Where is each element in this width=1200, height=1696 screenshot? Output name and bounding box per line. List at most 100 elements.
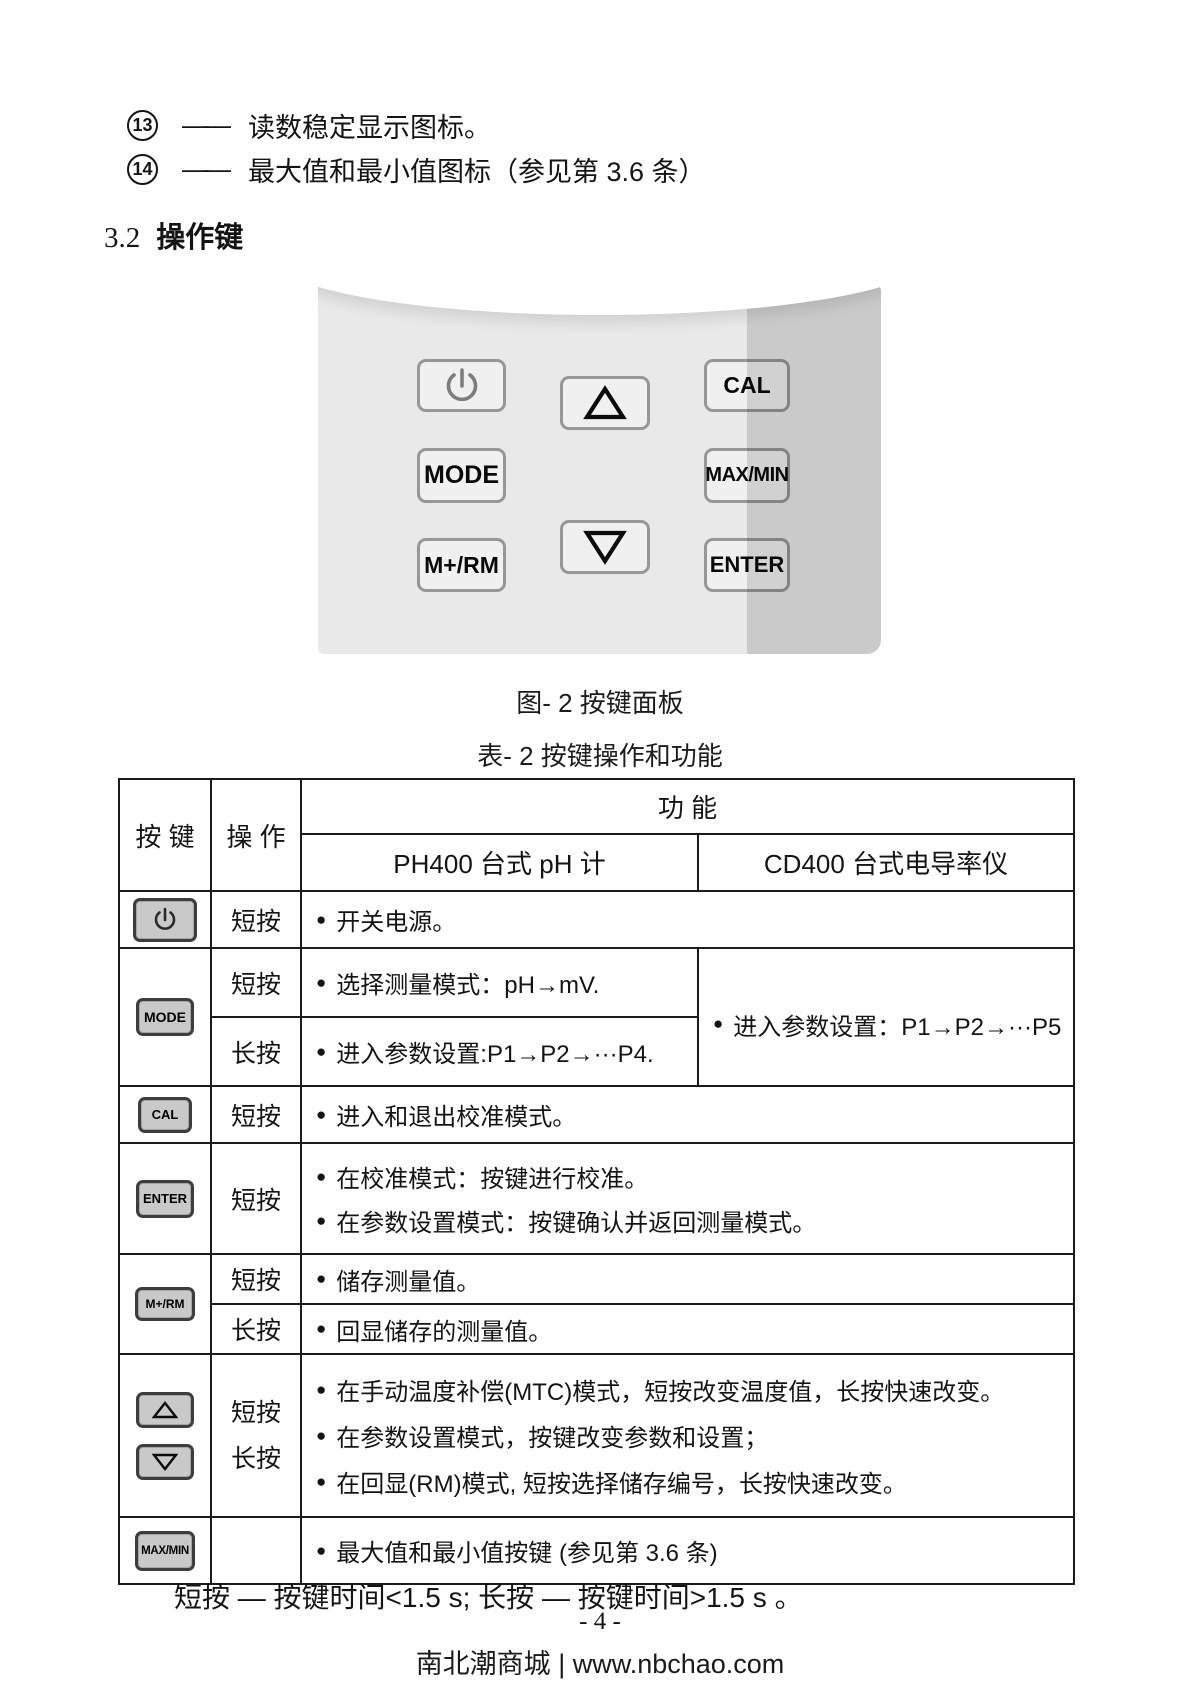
header-key: 按 键 [118,778,212,892]
enter-key-label: ENTER [709,552,785,577]
bullet: ● [316,1269,327,1288]
func-arrows-3: 在回显(RM)模式, 短按选择储存编号，长按快速改变。 [336,1471,907,1498]
up-arrow-key [560,376,650,430]
table-row-power: 短按 ● 开关电源。 [118,890,1075,949]
bullet: ● [316,1210,327,1230]
up-triangle-icon [152,1400,178,1418]
section-heading: 3.2 操作键 [104,214,243,256]
op-enter: 短按 [210,1142,302,1255]
down-arrow-key [560,520,650,574]
mode-key-label: MODE [424,461,499,489]
table-row-mode-long: 长按 ● 进入参数设置:P1→P2→···P4. [119,1016,1074,1087]
maxmin-key-label: MAX/MIN [705,464,789,486]
circled-number-13: 13 [127,110,158,141]
func-arrows-1: 在手动温度补偿(MTC)模式，短按改变温度值，长按快速改变。 [336,1379,1005,1406]
intro-item-13-text: 读数稳定显示图标。 [248,113,491,143]
down-triangle-icon [152,1453,178,1471]
dash: —— [182,110,231,140]
table-row-memory-short: M+/RM 短按 ● 储存测量值。 [118,1253,1075,1355]
mode-key: MODE [417,448,506,503]
memory-key: M+/RM [417,538,506,592]
site-footer: 南北潮商城 | www.nbchao.com [415,1649,785,1679]
cal-key-small: CAL [138,1096,192,1133]
bullet: ● [316,1471,327,1491]
func-mode-cd: 进入参数设置：P1→P2→···P5 [733,1013,1062,1041]
op-maxmin [210,1516,302,1585]
op-arrows-short: 短按 [230,1398,281,1427]
intro-item-14-text: 最大值和最小值图标（参见第 3.6 条） [248,157,706,187]
bullet: ● [316,1425,327,1445]
table-row-memory-long: 长按 ● 回显储存的测量值。 [119,1303,1075,1355]
func-enter-1: 在校准模式：按键进行校准。 [336,1166,649,1193]
bullet: ● [316,1379,327,1399]
op-cal: 短按 [210,1085,302,1144]
op-mode-short: 短按 [210,947,302,1018]
power-icon [446,367,477,401]
maxmin-key-small: MAX/MIN [135,1530,195,1571]
enter-key-small: ENTER [136,1179,194,1218]
op-memory-long: 长按 [210,1303,302,1355]
press-duration-footnote: 短按 — 按键时间<1.5 s; 长按 — 按键时间>1.5 s 。 [174,1582,803,1613]
func-maxmin: 最大值和最小值按键 (参见第 3.6 条) [336,1540,718,1567]
header-function: 功 能 [300,778,1075,835]
bullet: ● [316,1319,327,1338]
bullet: ● [316,1166,327,1186]
table-row-arrows: 短按 长按 ● 在手动温度补偿(MTC)模式，短按改变温度值，长按快速改变。 ●… [118,1353,1075,1518]
func-mode-ph-long: 进入参数设置:P1→P2→···P4. [336,1041,654,1068]
page-number: - 4 - [579,1608,621,1635]
intro-item-14: 14 —— 最大值和最小值图标（参见第 3.6 条） [127,150,706,189]
mode-key-small: MODE [136,998,194,1036]
memory-key-small-label: M+/RM [145,1297,185,1311]
op-mode-long: 长按 [210,1016,302,1087]
func-enter-2: 在参数设置模式：按键确认并返回测量模式。 [336,1210,817,1237]
func-memory-long: 回显储存的测量值。 [336,1318,553,1346]
table-title: 表- 2 按键操作和功能 [477,741,723,771]
panel-shading [747,283,881,654]
power-key-small [133,897,197,942]
func-mode-ph-short: 选择测量模式：pH→mV. [336,972,600,999]
figure-caption: 图- 2 按键面板 [516,688,684,718]
power-key [417,359,506,412]
cal-key: CAL [704,359,790,412]
up-triangle-icon [583,385,627,420]
down-triangle-icon [583,530,627,565]
table-row-cal: CAL 短按 ● 进入和退出校准模式。 [118,1085,1075,1144]
bullet: ● [316,1540,327,1560]
maxmin-key-small-label: MAX/MIN [141,1544,189,1557]
key-functions-table: 按 键 操 作 功 能 PH400 台式 pH 计 CD400 台式电导率仪 短… [118,778,1075,1585]
table-subheader-row: PH400 台式 pH 计 CD400 台式电导率仪 [119,833,1075,892]
maxmin-key: MAX/MIN [704,448,790,503]
mode-key-small-label: MODE [144,1009,186,1025]
down-arrow-key-small [136,1443,194,1480]
op-power: 短按 [210,890,302,949]
dash: —— [182,154,231,184]
table-header-row: 按 键 操 作 功 能 [118,778,1075,892]
table-row-enter: ENTER 短按 ● 在校准模式：按键进行校准。 ● 在参数设置模式：按键确认并… [118,1142,1075,1255]
memory-key-small: M+/RM [135,1287,195,1321]
circled-number-14: 14 [127,154,158,185]
func-memory-short: 储存测量值。 [336,1268,481,1296]
op-arrows-long: 长按 [230,1444,281,1473]
memory-key-label: M+/RM [424,551,499,578]
enter-key-small-label: ENTER [142,1191,188,1206]
op-memory-short: 短按 [210,1253,302,1305]
func-power: 开关电源。 [336,909,457,936]
func-arrows-2: 在参数设置模式，按键改变参数和设置； [336,1425,769,1452]
up-arrow-key-small [136,1391,194,1428]
table-row-mode-short: MODE 短按 ● 选择测量模式：pH→mV. ● 进入参数设置：P1→P2→·… [118,947,1075,1087]
header-ph400: PH400 台式 pH 计 [300,833,699,892]
header-cd400: CD400 台式电导率仪 [697,833,1075,892]
power-icon [154,907,176,930]
intro-item-13: 13 —— 读数稳定显示图标。 [127,106,491,145]
bullet: ● [713,1014,724,1033]
bullet: ● [316,972,327,992]
bullet: ● [316,1041,327,1061]
section-title: 操作键 [156,222,244,254]
cal-key-small-label: CAL [151,1107,179,1122]
table-row-maxmin: MAX/MIN ● 最大值和最小值按键 (参见第 3.6 条) [118,1516,1075,1585]
keypad-panel-figure: CAL MODE MAX/MIN M+/RM ENTER [318,283,881,654]
func-cal: 进入和退出校准模式。 [336,1104,577,1131]
section-number: 3.2 [104,222,141,254]
bullet: ● [316,909,327,929]
